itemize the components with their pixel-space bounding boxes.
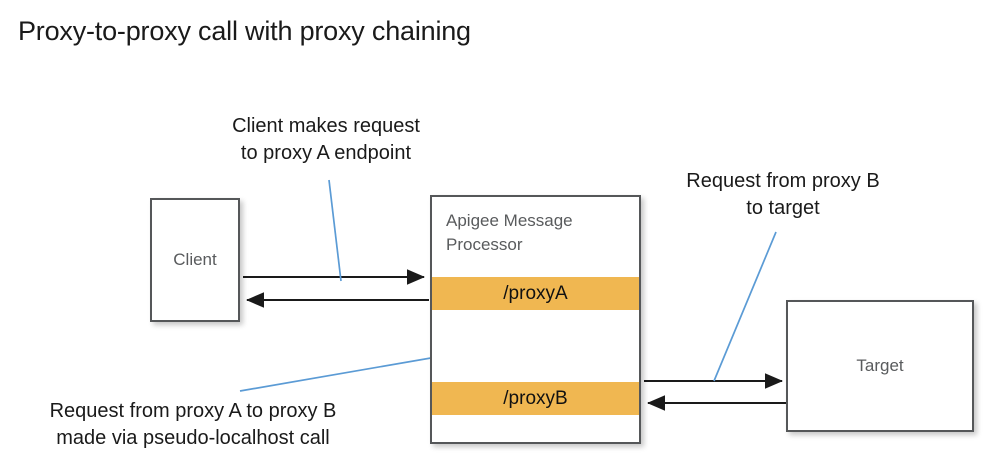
- annotation-target-request: Request from proxy B to target: [686, 170, 880, 219]
- annotation-client-request: Client makes request to proxy A endpoint: [232, 115, 420, 164]
- node-apigee-title: Apigee Message Processor: [446, 211, 573, 254]
- annotation-chaining-request: Request from proxy A to proxy B made via…: [49, 400, 337, 449]
- page-title: Proxy-to-proxy call with proxy chaining: [18, 16, 471, 46]
- node-target-label: Target: [856, 356, 904, 375]
- proxy-a-bar[interactable]: /proxyA: [432, 277, 639, 310]
- proxy-b-bar[interactable]: /proxyB: [432, 382, 639, 415]
- node-apigee-message-processor[interactable]: Apigee Message Processor /proxyA /proxyB: [430, 195, 641, 444]
- node-client-label: Client: [173, 250, 217, 269]
- leader-line-client-request: [328, 179, 342, 282]
- node-client[interactable]: Client: [150, 198, 240, 322]
- node-target[interactable]: Target: [786, 300, 974, 432]
- leader-line-target-request: [713, 231, 777, 382]
